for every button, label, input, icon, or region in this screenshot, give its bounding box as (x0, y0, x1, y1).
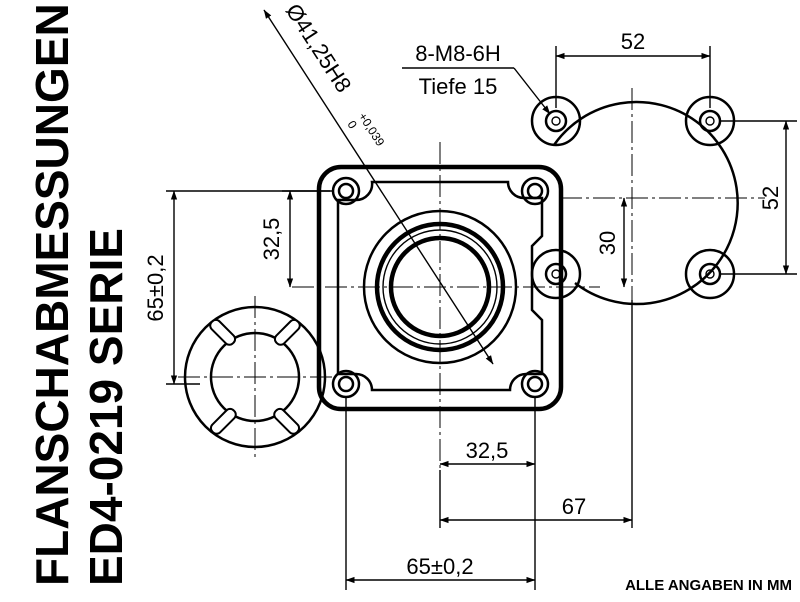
title-line-2: ED4-0219 SERIE (80, 228, 132, 586)
bottom-total-dimension: 65±0,2 (345, 398, 536, 590)
flange-hole-tr (520, 176, 550, 206)
bottom-offset-dimension: 67 (439, 300, 633, 528)
bottom-half-dimension: 32,5 (439, 398, 536, 470)
left-half-label: 32,5 (259, 218, 284, 261)
flange-hole-br (520, 369, 550, 399)
flange-hole-right (530, 248, 582, 300)
top-width-label: 52 (621, 29, 645, 54)
offset-30-label: 30 (595, 231, 620, 255)
bottom-half-label: 32,5 (466, 438, 509, 463)
left-half-dimension: 32,5 (259, 190, 332, 288)
bore-tolerance-upper: +0,039 (355, 110, 387, 149)
thread-depth: Tiefe 15 (419, 74, 498, 99)
bore-label: Ø41,25H8 (281, 0, 357, 97)
offset-30-dimension: 30 (595, 197, 628, 288)
left-total-label: 65±0,2 (143, 254, 168, 321)
center-lines (178, 88, 765, 470)
flange-hole-bl (331, 369, 361, 399)
main-flange (316, 164, 582, 412)
thread-callout: 8-M8-6H Tiefe 15 (402, 41, 551, 115)
bore-tolerance-lower: 0 (344, 118, 360, 131)
units-note: ALLE ANGABEN IN MM (625, 577, 792, 594)
right-height-dimension: 52 (720, 120, 797, 275)
rear-flange-profile (530, 95, 739, 306)
title-line-1: FLANSCHABMESSUNGEN (26, 3, 78, 586)
bottom-offset-label: 67 (562, 494, 586, 519)
bottom-total-label: 65±0,2 (406, 554, 473, 579)
right-height-label: 52 (758, 186, 783, 210)
left-total-dimension: 65±0,2 (143, 190, 330, 385)
thread-spec: 8-M8-6H (415, 41, 501, 66)
top-width-dimension: 52 (555, 29, 711, 108)
